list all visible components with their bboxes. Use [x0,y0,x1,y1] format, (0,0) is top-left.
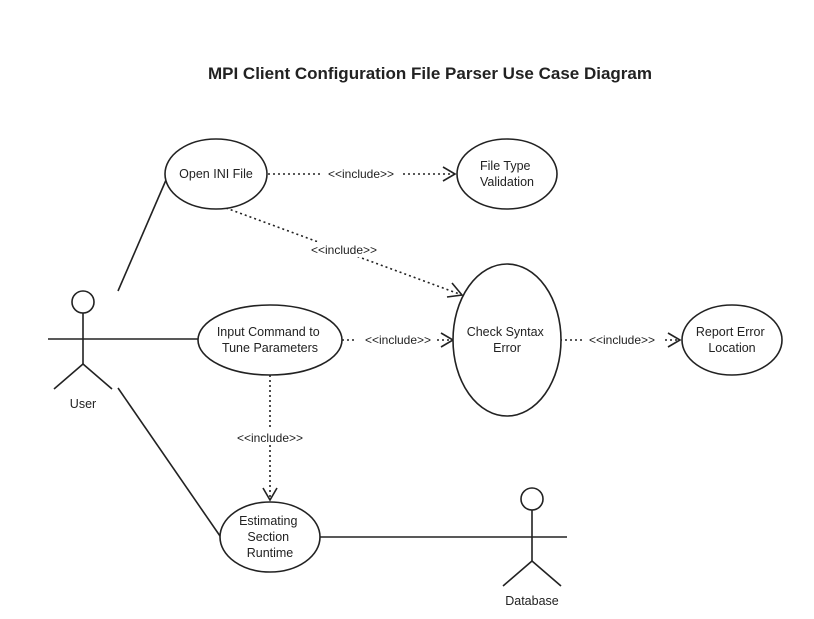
use-case-open-ini-file[interactable]: Open INI File [164,138,268,210]
include-label-bg [304,242,384,257]
use-case-label: Tune Parameters [222,341,318,355]
include-label-bg [357,332,437,347]
actor-database-label: Database [505,594,559,608]
include-label-bg [320,166,400,181]
arrowhead-check-syntax-top [446,282,464,298]
actor-user[interactable]: User [48,290,118,411]
svg-text:Open INI File: Open INI File [179,167,253,181]
use-case-input-command[interactable]: Input Command to Tune Parameters [197,304,343,376]
use-case-report-error-location[interactable]: Report Error Location [681,304,783,376]
svg-text:Input Command to Tune Pa: Input Command to Tune Parameters [217,325,323,355]
use-case-label: Validation [480,175,534,189]
diagram-title: MPI Client Configuration File Parser Use… [208,64,652,83]
assoc-user-estimating [117,387,221,537]
use-case-label: Report Error [696,325,765,339]
use-case-file-type-validation[interactable]: File Type Validation [456,138,558,210]
use-case-label: File Type [480,159,531,173]
use-case-label: Check Syntax [467,325,545,339]
actor-head [520,487,544,511]
svg-text:Estimating Section: Estimating Section Runtime [239,514,301,560]
arrowhead-report [667,332,682,348]
actor-right-leg [531,560,562,587]
actor-left-leg [53,363,84,390]
actor-user-label: User [70,397,96,411]
svg-text:Report Error Location: Report Error Location [696,325,768,355]
use-case-label: Open INI File [179,167,253,181]
include-label-open-ini-check-syntax: <<include>> [311,243,377,257]
use-case-label: Error [493,341,521,355]
use-case-label: Estimating [239,514,297,528]
use-case-estimating-section-runtime[interactable]: Estimating Section Runtime [219,501,321,573]
use-case-label: Location [708,341,755,355]
include-label-open-ini-file-type: <<include>> [328,167,394,181]
svg-text:File Type Validation: File Type Validation [480,159,534,189]
arrowhead-estimating [262,487,278,502]
include-label-input-check-syntax: <<include>> [365,333,431,347]
svg-text:Check Syntax Error: Check Syntax Error [467,325,548,355]
actor-right-leg [82,363,113,390]
actor-head [71,290,95,314]
use-case-check-syntax-error[interactable]: Check Syntax Error [452,263,562,417]
use-case-label: Section [247,530,289,544]
include-label-input-estimating: <<include>> [237,431,303,445]
assoc-user-open-ini [117,179,167,292]
actor-database[interactable]: Database [497,487,567,608]
use-case-label: Runtime [247,546,294,560]
actor-left-leg [502,560,533,587]
use-case-label: Input Command to [217,325,320,339]
include-label-bg [582,332,662,347]
arrowhead-file-type [442,166,457,182]
include-label-check-syntax-report: <<include>> [589,333,655,347]
include-label-bg [230,430,310,445]
